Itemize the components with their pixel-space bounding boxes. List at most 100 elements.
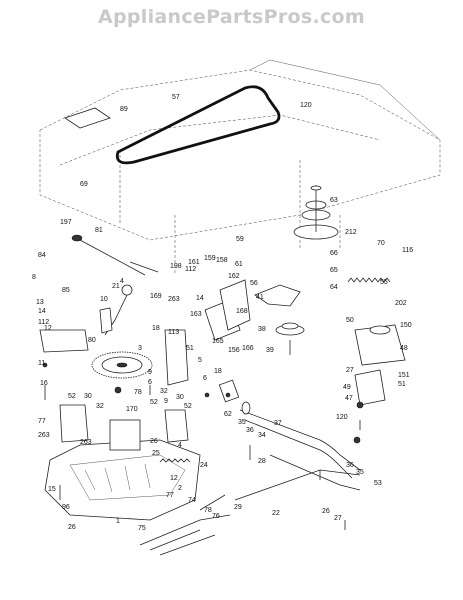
callout: 29: [234, 504, 242, 511]
transaxle: [44, 419, 201, 521]
shift-rod: [79, 239, 146, 276]
callout: 27: [334, 515, 342, 522]
callout: 70: [377, 240, 385, 247]
bracket: [99, 307, 113, 334]
hardware-bolts: [42, 340, 364, 530]
callout: 168: [236, 308, 248, 315]
callout: 113: [168, 329, 179, 336]
callout: 32: [96, 403, 104, 410]
callout: 169: [150, 293, 162, 300]
callout: 36: [346, 462, 354, 469]
callout: 63: [330, 197, 338, 204]
callout: 156: [228, 347, 240, 354]
callout: 51: [186, 345, 194, 352]
callout: 85: [62, 287, 70, 294]
callout: 12: [170, 475, 178, 482]
shift-knob: [71, 234, 83, 242]
callout: 35: [238, 419, 246, 426]
callout: 159: [204, 255, 216, 262]
spring: [347, 277, 391, 283]
callout: 6: [148, 379, 152, 386]
callout: 170: [126, 406, 138, 413]
mounting-bracket: [39, 329, 89, 353]
callout: 165: [212, 338, 224, 345]
left-bracket: [59, 404, 89, 443]
callout: 48: [400, 345, 408, 352]
callout: 57: [172, 94, 180, 101]
callout: 263: [38, 432, 50, 439]
callout: 24: [200, 462, 208, 469]
callout: 62: [224, 411, 232, 418]
callout: 5: [198, 357, 202, 364]
callout: 52: [68, 393, 76, 400]
callout: 84: [38, 252, 46, 259]
callout: 39: [266, 347, 274, 354]
callout: 13: [36, 299, 44, 306]
callout: 120: [300, 102, 312, 109]
idler-bracket: [254, 284, 301, 307]
callout: 52: [184, 403, 192, 410]
callout: 96: [62, 504, 70, 511]
linkage-rods: [139, 514, 231, 556]
brake-spring: [159, 458, 191, 463]
callout: 22: [272, 510, 280, 517]
callout: 59: [236, 236, 244, 243]
callout: 27: [346, 367, 354, 374]
callout: 51: [398, 381, 406, 388]
callout: 34: [258, 432, 266, 439]
callout: 198: [170, 263, 182, 270]
drive-belt: [115, 85, 281, 165]
callout: 61: [235, 261, 243, 268]
callout: 120: [336, 414, 348, 421]
callout: 56: [250, 280, 258, 287]
callout: 197: [60, 219, 72, 226]
washer: [241, 401, 251, 415]
center-bracket: [164, 409, 189, 443]
callout: 212: [345, 229, 357, 236]
callout: 52: [150, 399, 158, 406]
ball-knob: [121, 284, 133, 296]
callout: 162: [228, 273, 240, 280]
callout: 36: [246, 427, 254, 434]
callout: 75: [138, 525, 146, 532]
callout: 2: [178, 485, 182, 492]
callout: 163: [190, 311, 202, 318]
callout: 35: [356, 469, 364, 476]
callout: 77: [166, 492, 174, 499]
callout: 66: [330, 250, 338, 257]
callout: 47: [345, 395, 353, 402]
callout: 6: [203, 375, 207, 382]
callout: 21: [112, 283, 120, 290]
callout: 112: [185, 266, 196, 273]
callout: 80: [88, 337, 96, 344]
callout: 25: [152, 450, 160, 457]
spacer: [218, 379, 240, 403]
callout: 263: [168, 296, 180, 303]
tension-arm: [354, 369, 386, 406]
callout: 38: [258, 326, 266, 333]
plate: [64, 107, 111, 129]
callout: 263: [80, 439, 92, 446]
callout: 3: [138, 345, 142, 352]
callout: 158: [216, 257, 228, 264]
callout: 14: [38, 308, 46, 315]
callout: 26: [68, 524, 76, 531]
callout: 14: [196, 295, 204, 302]
callout: 18: [152, 325, 160, 332]
callout: 26: [322, 508, 330, 515]
callout: 74: [188, 497, 196, 504]
control-rod: [129, 261, 159, 273]
callout: 4: [178, 442, 182, 449]
callout: 32: [160, 388, 168, 395]
callout: 150: [400, 322, 412, 329]
callout: 28: [258, 458, 266, 465]
lower-link: [199, 494, 226, 511]
callout: 1: [116, 518, 120, 525]
brake-rod: [269, 454, 361, 491]
idler-pulley: [275, 322, 305, 336]
callout: 76: [212, 513, 220, 520]
callout: 8: [32, 274, 36, 281]
callout: 77: [38, 418, 46, 425]
callout: 49: [343, 384, 351, 391]
